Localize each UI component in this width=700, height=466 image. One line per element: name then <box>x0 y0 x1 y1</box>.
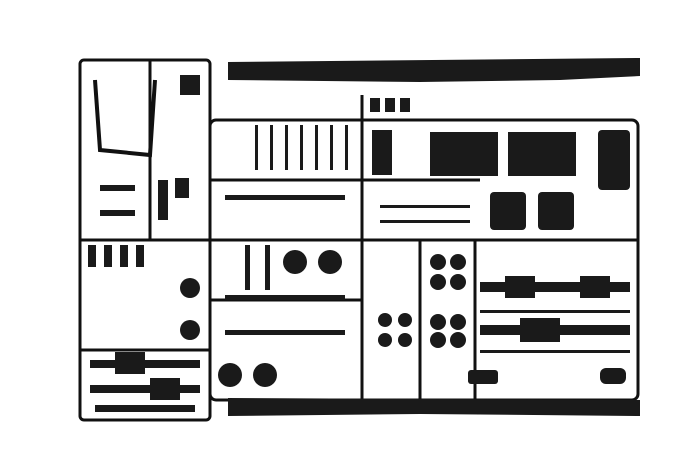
wheel-hub <box>283 250 307 274</box>
leaf-spring <box>225 195 345 200</box>
crossmember <box>100 210 135 216</box>
small-block <box>600 368 626 384</box>
wheel-hub <box>180 278 200 298</box>
axle <box>95 405 195 412</box>
rod <box>300 125 303 170</box>
battery-box <box>598 130 630 190</box>
small-part <box>398 313 412 327</box>
wheel-hub <box>218 363 242 387</box>
small-part <box>450 274 466 290</box>
rod <box>380 205 470 208</box>
wheel-hub <box>318 250 342 274</box>
small-part <box>430 274 446 290</box>
rod <box>380 220 470 223</box>
fuel-tank <box>430 132 498 176</box>
rod <box>245 245 250 290</box>
rod <box>480 350 630 353</box>
small-block <box>370 98 380 112</box>
rod <box>315 125 318 170</box>
crossmember <box>100 185 135 191</box>
small-part <box>450 332 466 348</box>
vertical-rods <box>245 125 348 290</box>
small-block <box>120 245 128 267</box>
rod <box>330 125 333 170</box>
small-part <box>378 313 392 327</box>
rod <box>345 125 348 170</box>
small-block <box>136 245 144 267</box>
small-part <box>430 314 446 330</box>
small-block <box>104 245 112 267</box>
rod <box>265 245 270 290</box>
axle <box>90 378 200 400</box>
sprue-parts <box>88 58 640 416</box>
chassis-rail-bottom <box>228 398 640 416</box>
chassis-rail-top <box>228 58 640 82</box>
rod <box>285 125 288 170</box>
axle <box>480 318 630 342</box>
fuel-tank <box>508 132 576 176</box>
leaf-spring <box>225 330 345 335</box>
small-block <box>180 75 200 95</box>
step-box <box>538 192 574 230</box>
axle <box>480 276 630 298</box>
small-block <box>88 245 96 267</box>
small-block <box>400 98 410 112</box>
rod <box>255 125 258 170</box>
small-part <box>398 333 412 347</box>
wheel-hub <box>253 363 277 387</box>
small-block <box>468 370 498 384</box>
bracket <box>158 180 168 220</box>
leaf-spring <box>225 295 345 300</box>
rod <box>480 310 630 313</box>
small-block <box>385 98 395 112</box>
cab-frame-outline <box>93 79 157 158</box>
small-part <box>450 254 466 270</box>
small-part <box>430 332 446 348</box>
small-part <box>378 333 392 347</box>
wheel-hub <box>180 320 200 340</box>
step-box <box>490 192 526 230</box>
axle <box>90 352 200 374</box>
small-block <box>372 130 392 175</box>
small-part <box>430 254 446 270</box>
rod <box>270 125 273 170</box>
bracket <box>175 178 189 198</box>
small-part <box>450 314 466 330</box>
